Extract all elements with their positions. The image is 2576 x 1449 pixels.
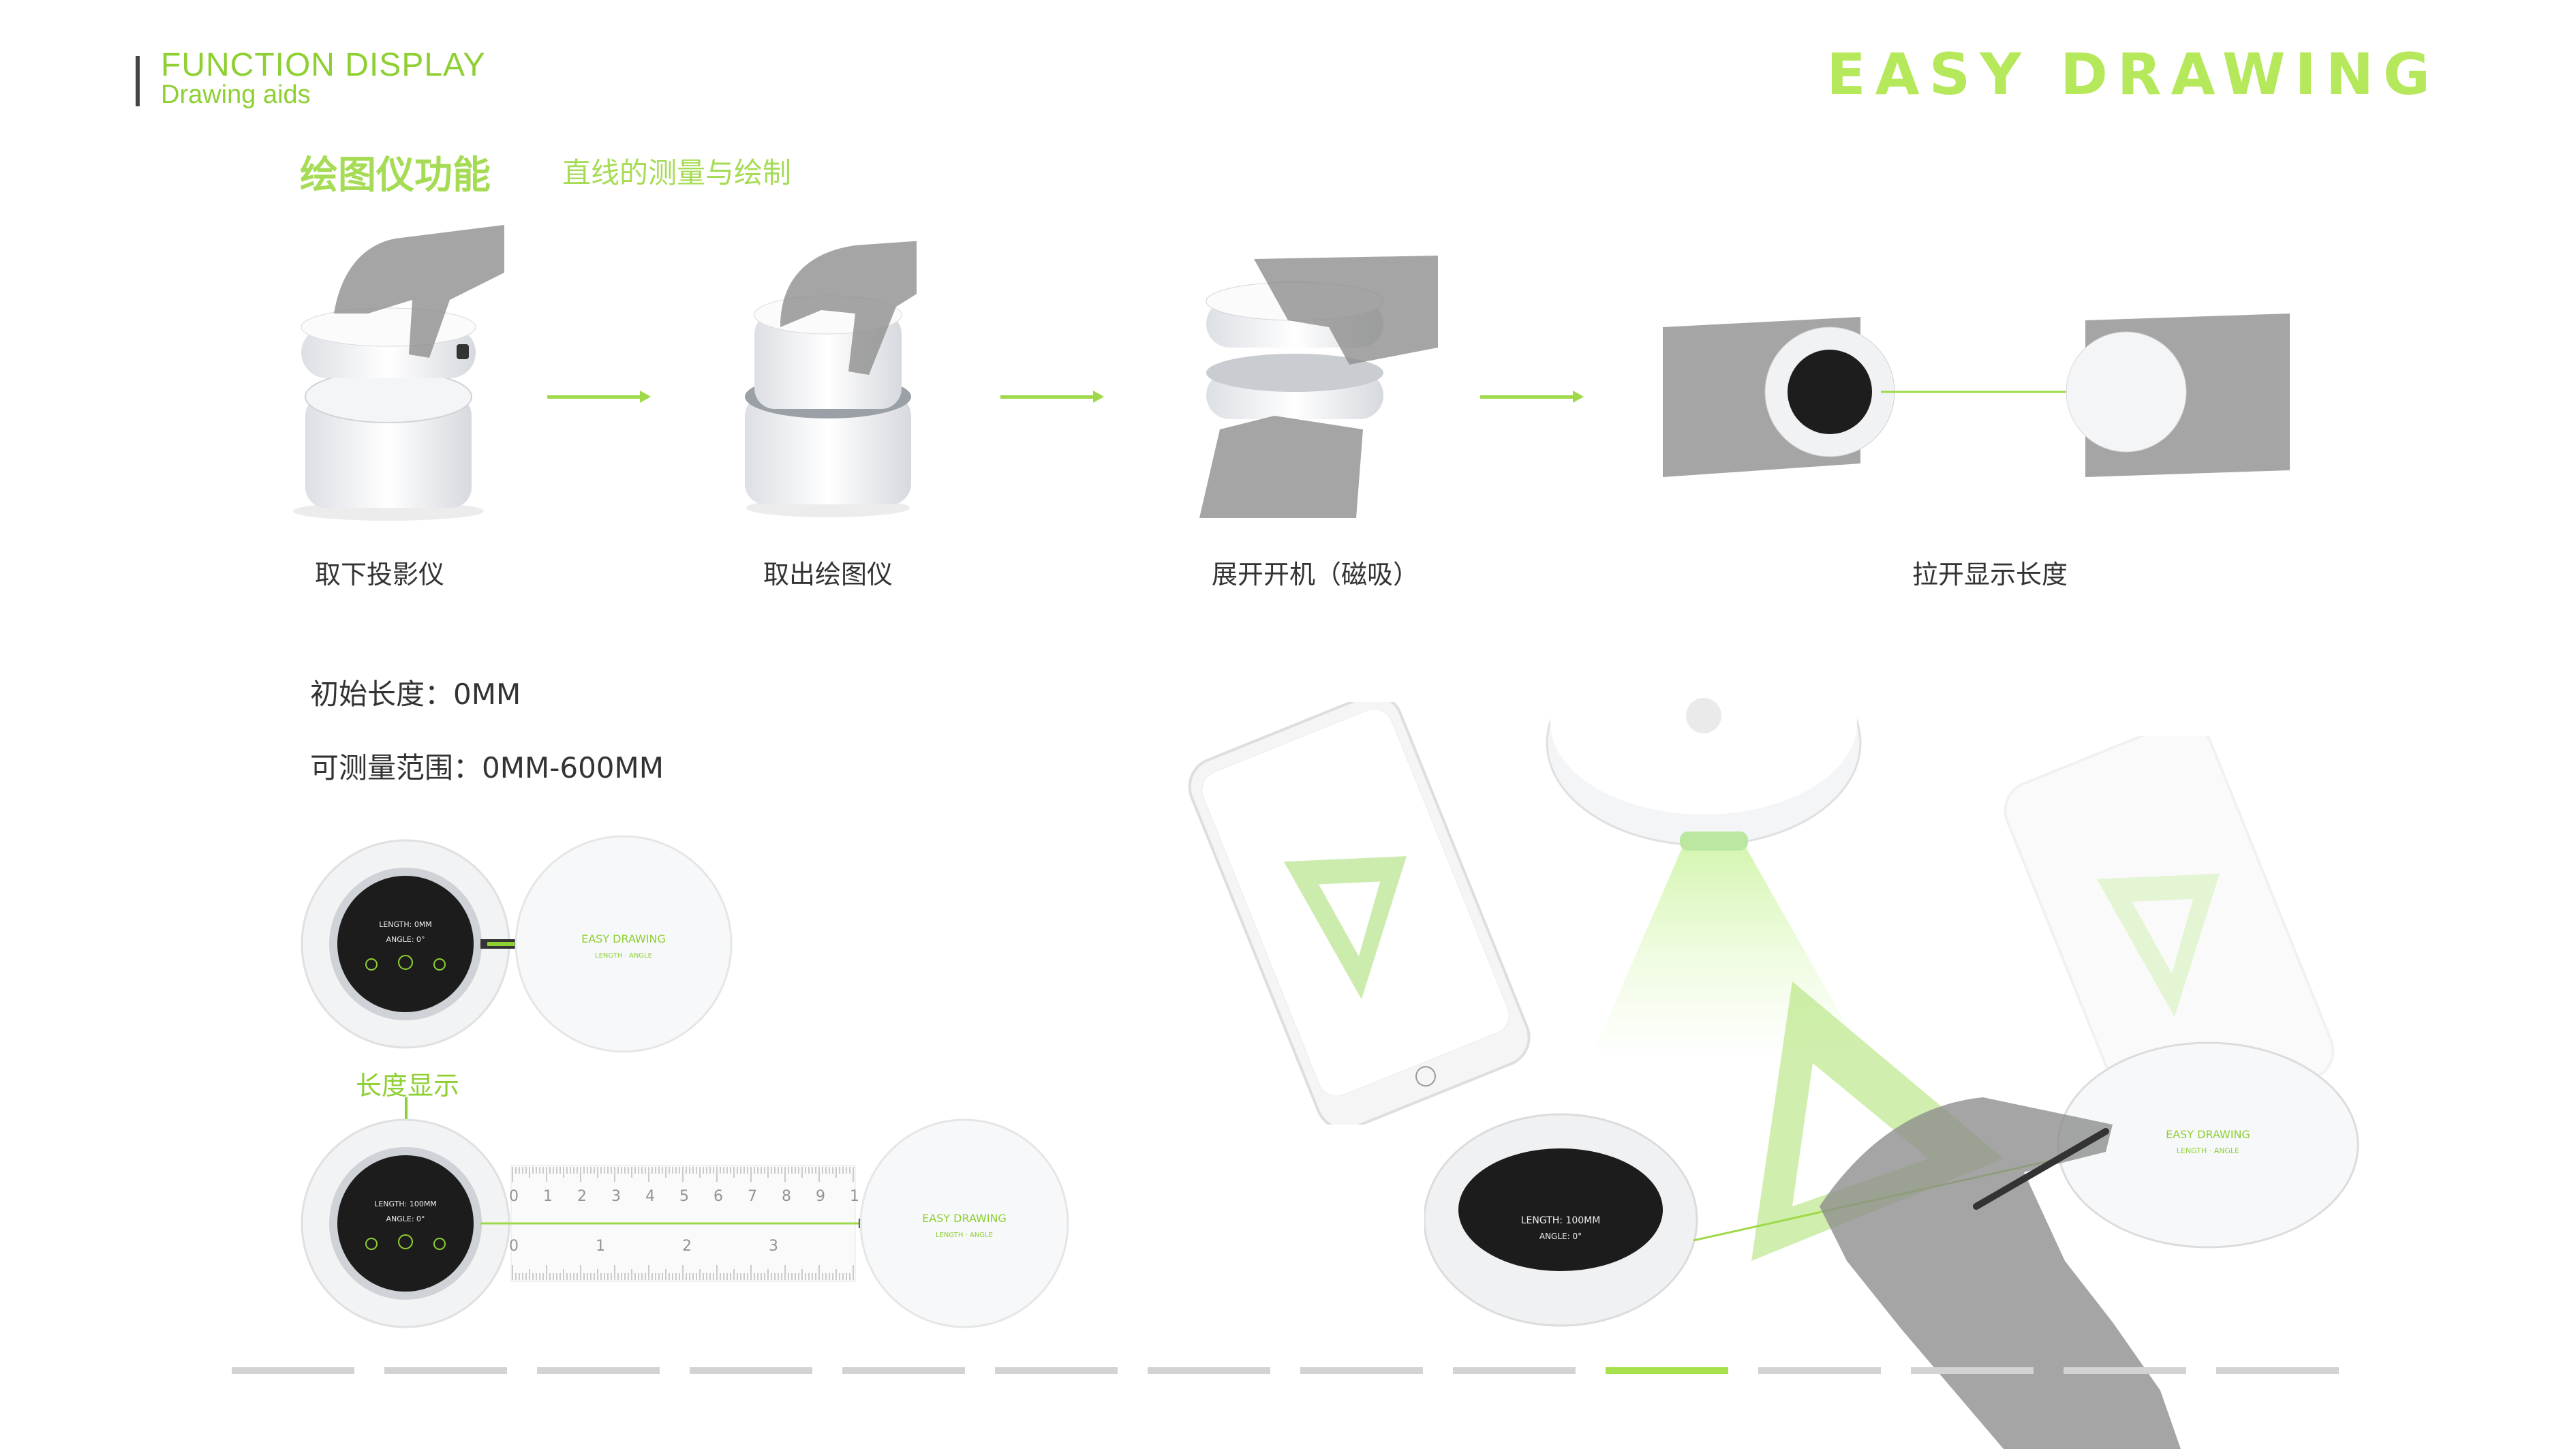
step1-image xyxy=(293,225,504,521)
screen-angle-text: ANGLE: 0° xyxy=(1539,1232,1582,1241)
page-indicator-dash[interactable] xyxy=(1758,1367,1881,1374)
cap-sub-text: LENGTH · ANGLE xyxy=(936,1232,993,1239)
header-divider xyxy=(136,56,140,106)
length-display-label: 长度显示 xyxy=(356,1071,460,1101)
page-indicator-dash[interactable] xyxy=(1911,1367,2034,1374)
cap-brand-text: EASY DRAWING xyxy=(581,932,666,945)
screen-angle-text: ANGLE: 0° xyxy=(386,1215,425,1223)
page-indicator-dash[interactable] xyxy=(1606,1367,1728,1374)
step-arrow-3 xyxy=(1480,391,1584,403)
ruler-number: 1 xyxy=(850,1188,859,1205)
page-indicator-dash[interactable] xyxy=(1300,1367,1423,1374)
brand-logo: EASY DRAWING xyxy=(1826,41,2440,108)
step-arrow-2 xyxy=(1000,391,1104,403)
screen-length-text: LENGTH: 100MM xyxy=(374,1200,437,1208)
screen-angle-text: ANGLE: 0° xyxy=(386,935,425,944)
spec-measure-range: 可测量范围：0MM-600MM xyxy=(310,751,664,784)
page-subtitle: Drawing aids xyxy=(161,80,311,109)
cap-sub-text: LENGTH · ANGLE xyxy=(595,952,652,960)
ruler-number: 5 xyxy=(679,1188,689,1205)
spec-initial-length: 初始长度：0MM xyxy=(310,677,521,711)
ruler-number: 6 xyxy=(714,1188,723,1205)
ruler-number: 3 xyxy=(769,1238,778,1255)
ruler-number: 4 xyxy=(645,1188,655,1205)
ruler-number: 7 xyxy=(748,1188,757,1205)
step-arrow-1 xyxy=(547,391,651,403)
hand-icon xyxy=(334,225,504,358)
section-subtitle: 直线的测量与绘制 xyxy=(562,156,792,189)
screen-length-text: LENGTH: 100MM xyxy=(1521,1215,1601,1226)
section-title: 绘图仪功能 xyxy=(300,153,491,198)
ruler-number: 0 xyxy=(509,1238,519,1255)
page-indicator-dash[interactable] xyxy=(842,1367,965,1374)
hand-icon xyxy=(780,241,917,375)
page-indicator-dash[interactable] xyxy=(537,1367,660,1374)
page-indicator-dash[interactable] xyxy=(995,1367,1118,1374)
page-indicator-dash[interactable] xyxy=(1148,1367,1270,1374)
cap-brand-text: EASY DRAWING xyxy=(2166,1128,2250,1141)
page-indicator-dash[interactable] xyxy=(1453,1367,1576,1374)
ruler-number: 8 xyxy=(782,1188,791,1205)
device-closed: LENGTH: 0MM ANGLE: 0° EASY DRAWING LENGT… xyxy=(301,835,733,1053)
triangle-app-icon xyxy=(1283,856,1407,1000)
hand-icon xyxy=(1199,416,1363,518)
pen-icon xyxy=(1973,1128,2109,1210)
step-label-2: 取出绘图仪 xyxy=(763,560,893,590)
projector xyxy=(1546,630,1862,1050)
triangle-app-icon xyxy=(2096,873,2220,1017)
step-label-1: 取下投影仪 xyxy=(314,560,444,590)
page-indicator-dash[interactable] xyxy=(2216,1367,2339,1374)
home-button-icon xyxy=(1415,1066,1437,1087)
cap-brand-text: EASY DRAWING xyxy=(922,1212,1007,1225)
page-indicator-dash[interactable] xyxy=(2064,1367,2186,1374)
device-in-use: LENGTH: 100MM ANGLE: 0° EASY DRAWING LEN… xyxy=(1424,1041,2359,1449)
ruler-number: 3 xyxy=(611,1188,621,1205)
ruler-number: 1 xyxy=(543,1188,553,1205)
step3-image xyxy=(1199,256,1438,518)
step-label-3: 展开开机（磁吸） xyxy=(1211,560,1419,590)
step4-image xyxy=(1663,314,2290,477)
hand-icon xyxy=(1820,1097,2181,1449)
ruler-number: 2 xyxy=(577,1188,587,1205)
cap-sub-text: LENGTH · ANGLE xyxy=(2177,1146,2239,1155)
ruler-number: 9 xyxy=(816,1188,825,1205)
page-indicator-dash[interactable] xyxy=(690,1367,812,1374)
page-indicator-dash[interactable] xyxy=(232,1367,354,1374)
screen-length-text: LENGTH: 0MM xyxy=(379,920,432,929)
ruler-number: 2 xyxy=(682,1238,692,1255)
page-title: FUNCTION DISPLAY xyxy=(161,47,486,83)
projected-triangle xyxy=(1751,981,2004,1261)
ruler-number: 1 xyxy=(596,1238,605,1255)
step-label-4: 拉开显示长度 xyxy=(1912,560,2068,590)
phone-left xyxy=(1188,702,1531,1125)
step2-image xyxy=(745,241,917,517)
page-indicator-dash[interactable] xyxy=(384,1367,507,1374)
hand-icon xyxy=(1254,256,1438,365)
ruler-number: 0 xyxy=(509,1188,519,1205)
